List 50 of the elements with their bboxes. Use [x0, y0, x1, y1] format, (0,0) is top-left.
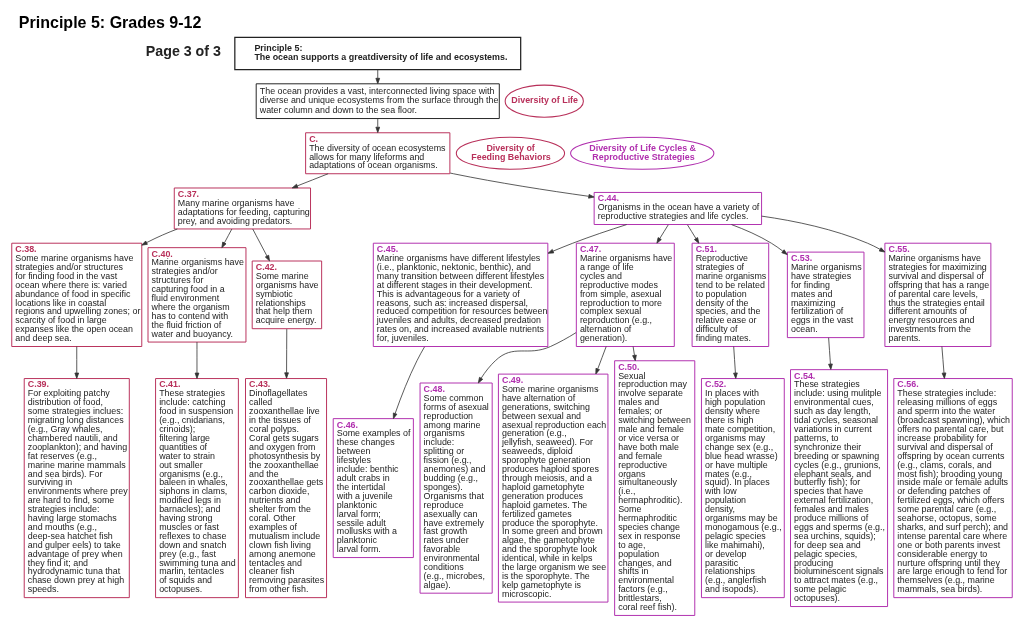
node-box: C.43. Dinoflagellates called zooxanthellae live in the tissues of coral polyps. Coral gets sugars and oxygen from photosynthesis by the zooxanthellae and the zooxanthellae gets carbon dioxide, nutrients and shelter from the coral. Other examples of mutualism include clown fish living among anemone tentacles and cleaner fish removing parasites from other fish. — [245, 378, 328, 599]
node-ellipse: Diversity of Life — [504, 84, 584, 118]
arrow — [291, 173, 329, 189]
arrow — [141, 228, 178, 246]
node-box: C.45. Marine organisms have different lifestyles (i.e., planktonic, nektonic, benthic), and many transition between different lifestyles at different stages in their development. This is advantageous for a variety of reasons, such as: increased dispersal, reduced competition for resources between juveniles and adults, decreased predation rates on, and increased available nutrients for, juveniles. — [372, 242, 549, 347]
arrow — [252, 228, 270, 262]
diagram-title: Principle 5: Grades 9-12 — [18, 13, 202, 32]
arrow — [74, 346, 80, 379]
node-box: Principle 5: The ocean supports a greatdiversity of life and ecosystems. — [234, 36, 522, 71]
node-box: C.49. Some marine organisms have alternation of generations, switching between sexual and asexual reproduction each generation (e.g., jellyfish, seaweed). For seaweeds, diploid sporophyte generation produces haploid spores through meiosis, and a haploid gametophyte generation produces haploid gametes. The fertilized gametes produce the sporophyte. In some green and brown algae, the gametophyte and the sporophyte look identical, while in kelps the large organism we see is the sporophyte. The kelp gametophyte is microscopic. — [497, 373, 609, 603]
node-box: C.52. In places with high population density where there is high mate competition, organisms may change sex (e.g., blue head wrasse) or have multiple mates (e.g., squid). In places with low population density, organisms may be monogamous (e.g., pelagic species like mahimahi), or develop parasitic relationships (e.g., anglerfish and isopods). — [700, 378, 785, 599]
arrow — [221, 228, 233, 249]
node-box: C.39. For exploiting patchy distribution of food, some strategies inclues: migrating long distances (e.g., Gray whales, chambered nautili, and zooplankton); and having fat reserves (e.g., marine marine mammals and sea birds). For surviving in environments where prey are hard to find, some strategies include: having large stomachs and mouths (e.g., deep-sea hatchet fish and gulper eels) to take advantage of prey when they find it; and hydrodynamic tuna that chase down prey at high speeds. — [23, 378, 130, 599]
node-ellipse: Diversity of Life Cycles & Reproductive Strategies — [570, 136, 715, 170]
node-box: C.47. Marine organisms have a range of life cycles and reproductive modes from simple, asexual reproduction to more complex sexual reproduction (e.g., alternation of generation). — [575, 242, 675, 347]
node-box: C.44. Organisms in the ocean have a variety of reproductive strategies and life cycles. — [593, 191, 763, 225]
arrow — [761, 215, 886, 253]
arrow — [828, 337, 833, 370]
arrow — [375, 118, 381, 133]
arrow — [392, 346, 425, 419]
node-box: The ocean provides a vast, interconnected living space with diverse and unique ecosystems from the surface through the water column and down to the sea floor. — [255, 83, 500, 119]
node-box: C.55. Marine organisms have strategies for maximizing survival and dispersal of offspring that has a range of parental care levels, thus the strategies entail different amounts of energy resources and investments from the parents. — [884, 242, 992, 347]
node-box: C.50. Sexual reproduction may involve separate males and females; or switching between male and female or vice versa or have both male and female reproductive organs simultaneously (i.e., hermaphroditic). Some hermaphroditic species change sex in response to age, population changes, and shifts in environmental factors (e.g., brittlestars, coral reef fish). — [614, 360, 696, 616]
node-box: C.54. These strategies include: using mulitple environmental cues, such as day length, tidal cycles, seasonal variations in current patterns, to synchronize their breeding or spawning cycles (e.g., grunions, elephant seals, and butterfly fish); for species that have external fertilization, females and males produce millions of eggs and sperms (e.g., sea urchins, squids); for deep sea and pelagic species, producing bioluminescent signals to attract mates (e.g., some pelagic octopuses). — [790, 369, 889, 607]
node-box: C.38. Some marine organisms have strategies and/or structures for finding food in the vast ocean where there is: varied abundance of food in specific locations like in coastal regions and upwelling zones; or scarcity of food in large expanses like the open ocean and deep sea. — [11, 242, 143, 347]
arrow — [449, 172, 595, 199]
node-box: C. The diversity of ocean ecosystems allows for many lifeforms and adaptations of ocean organisms. — [305, 132, 451, 175]
arrow — [941, 346, 947, 379]
arrow — [477, 332, 577, 384]
node-box: C.48. Some common forms of asexual reproduction among marine organisms include: splitting or fission (e.g., anemones) and budding (e.g., sponges). Organisms that reproduce asexually can have extremely fast growth rates under favorable environmental conditions (e.g., microbes, algae). — [419, 382, 493, 594]
arrow — [733, 346, 738, 379]
node-box: C.53. Marine organisms have strategies for finding mates and maximizing fertilization of eggs in the vast ocean. — [786, 251, 865, 339]
arrow — [632, 346, 637, 362]
arrow — [547, 224, 628, 254]
arrow — [194, 341, 200, 379]
node-box: C.40. Marine organisms have strategies and/or structures for capturing food in a fluid environment where the organism has to contend with the fluid friction of water and buoyancy. — [147, 247, 247, 343]
arrow — [595, 346, 607, 375]
arrow — [731, 224, 788, 255]
node-box: C.42. Some marine organisms have symbiotic relationships that help them acquire energy. — [251, 260, 323, 330]
label: Page 3 of 3 — [145, 43, 221, 60]
node-box: C.51. Reproductive strategies of marine organisms tend to be related to population density of the species, and the relative ease or difficulty of finding mates. — [691, 242, 770, 347]
arrow — [656, 224, 669, 244]
node-box: C.56. These strategies include: releasing millions of eggs and sperm into the water (broadcast spawning), which offers no parental care, but increase probability for survival and dispersal of offspring by ocean currents (e.g., clams, corals, and most fish); brooding young inside male or female adults or defending patches of fertilized eggs, which offers some parental care (e.g., seahorse, octopus, some sharks, and surf perch); and intense parental care where one or both parents invest considerable energy to nurture offspring until they are large enough to fend for themselves (e.g., marine mammals, sea birds). — [893, 378, 1013, 599]
arrow — [375, 69, 381, 85]
node-box: C.41. These strategies include: catching food in suspension (e.g., cnidarians, crinoids); filtering large quantities of water to strain out smaller organisms (e.g., baleen in whales, siphons in clams, modified legs in barnacles); and having strong muscles or fast reflexes to chase down and snatch prey (e.g., fast swimming tuna and marlin, tentacles of squids and octopuses. — [155, 378, 239, 599]
arrow — [687, 224, 700, 244]
node-box: C.46. Some examples of these changes between lifestyles include: benthic adult crabs in the intertidal with a juvenile planktonic larval form; sessile adult mollusks with a planktonic larval form. — [332, 418, 414, 559]
arrow — [284, 328, 289, 379]
node-box: C.37. Many marine organisms have adaptations for feeding, capturing prey, and avoiding predators. — [173, 187, 311, 230]
node-ellipse: Diversity of Feeding Behaviors — [455, 136, 566, 170]
